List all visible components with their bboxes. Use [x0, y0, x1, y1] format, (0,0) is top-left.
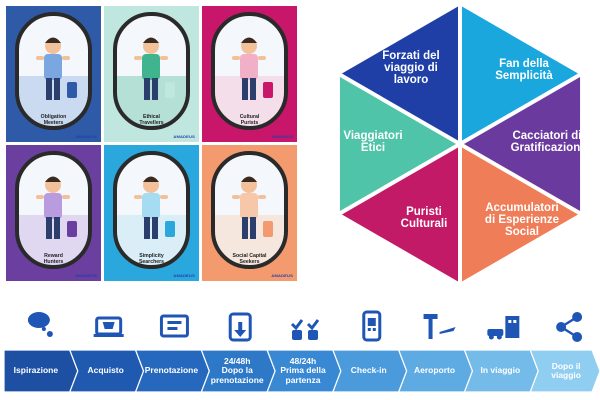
- traveler-illustration: [19, 176, 88, 265]
- brand-logo: AMADEUS: [173, 134, 195, 139]
- segment-wedge: [462, 147, 579, 282]
- tablet-touch-icon: [228, 312, 252, 342]
- traveler-illustration: [215, 37, 284, 126]
- mobile-qr-icon: [362, 310, 382, 342]
- journey-step-label: Aeroporto: [413, 365, 456, 376]
- traveler-illustration: [117, 37, 186, 126]
- cart-laptop-icon: [93, 316, 124, 337]
- traveler-illustration: [19, 37, 88, 126]
- airplane-window: [113, 12, 190, 130]
- checkmark-luggage-icon: [290, 319, 320, 340]
- segment-wedge: [339, 77, 456, 211]
- airplane-window: [211, 151, 288, 269]
- journey-step-label: Ispirazione: [13, 365, 59, 376]
- airplane-window: [211, 12, 288, 130]
- share-icon: [556, 312, 583, 342]
- booking-screen-icon: [159, 314, 189, 338]
- traveler-illustration: [215, 176, 284, 265]
- journey-step-label: Acquisto: [87, 365, 124, 376]
- traveler-illustration: [117, 176, 186, 265]
- segment-wedge: [464, 77, 581, 211]
- brand-logo: AMADEUS: [271, 273, 293, 278]
- airplane-window: [15, 12, 92, 130]
- segment-wedge: [341, 6, 458, 141]
- brand-logo: AMADEUS: [75, 134, 97, 139]
- airplane-window: [113, 151, 190, 269]
- brand-logo: AMADEUS: [271, 134, 293, 139]
- segment-wedge: [462, 6, 579, 141]
- brand-logo: AMADEUS: [75, 273, 97, 278]
- airplane-window: [15, 151, 92, 269]
- journey-step-label: Check-in: [350, 365, 387, 376]
- segment-wedge: [341, 147, 458, 282]
- brand-logo: AMADEUS: [173, 273, 195, 278]
- thought-bubble-icon: [27, 312, 53, 337]
- journey-step-arrow: [529, 349, 600, 393]
- journey-graphic: [3, 310, 600, 393]
- hexagon-graphic: [339, 6, 581, 282]
- journey-step-label: In viaggio: [480, 365, 521, 376]
- control-tower-plane-icon: [423, 314, 456, 339]
- car-hotel-icon: [487, 316, 520, 340]
- journey-step-label: Prenotazione: [144, 365, 199, 376]
